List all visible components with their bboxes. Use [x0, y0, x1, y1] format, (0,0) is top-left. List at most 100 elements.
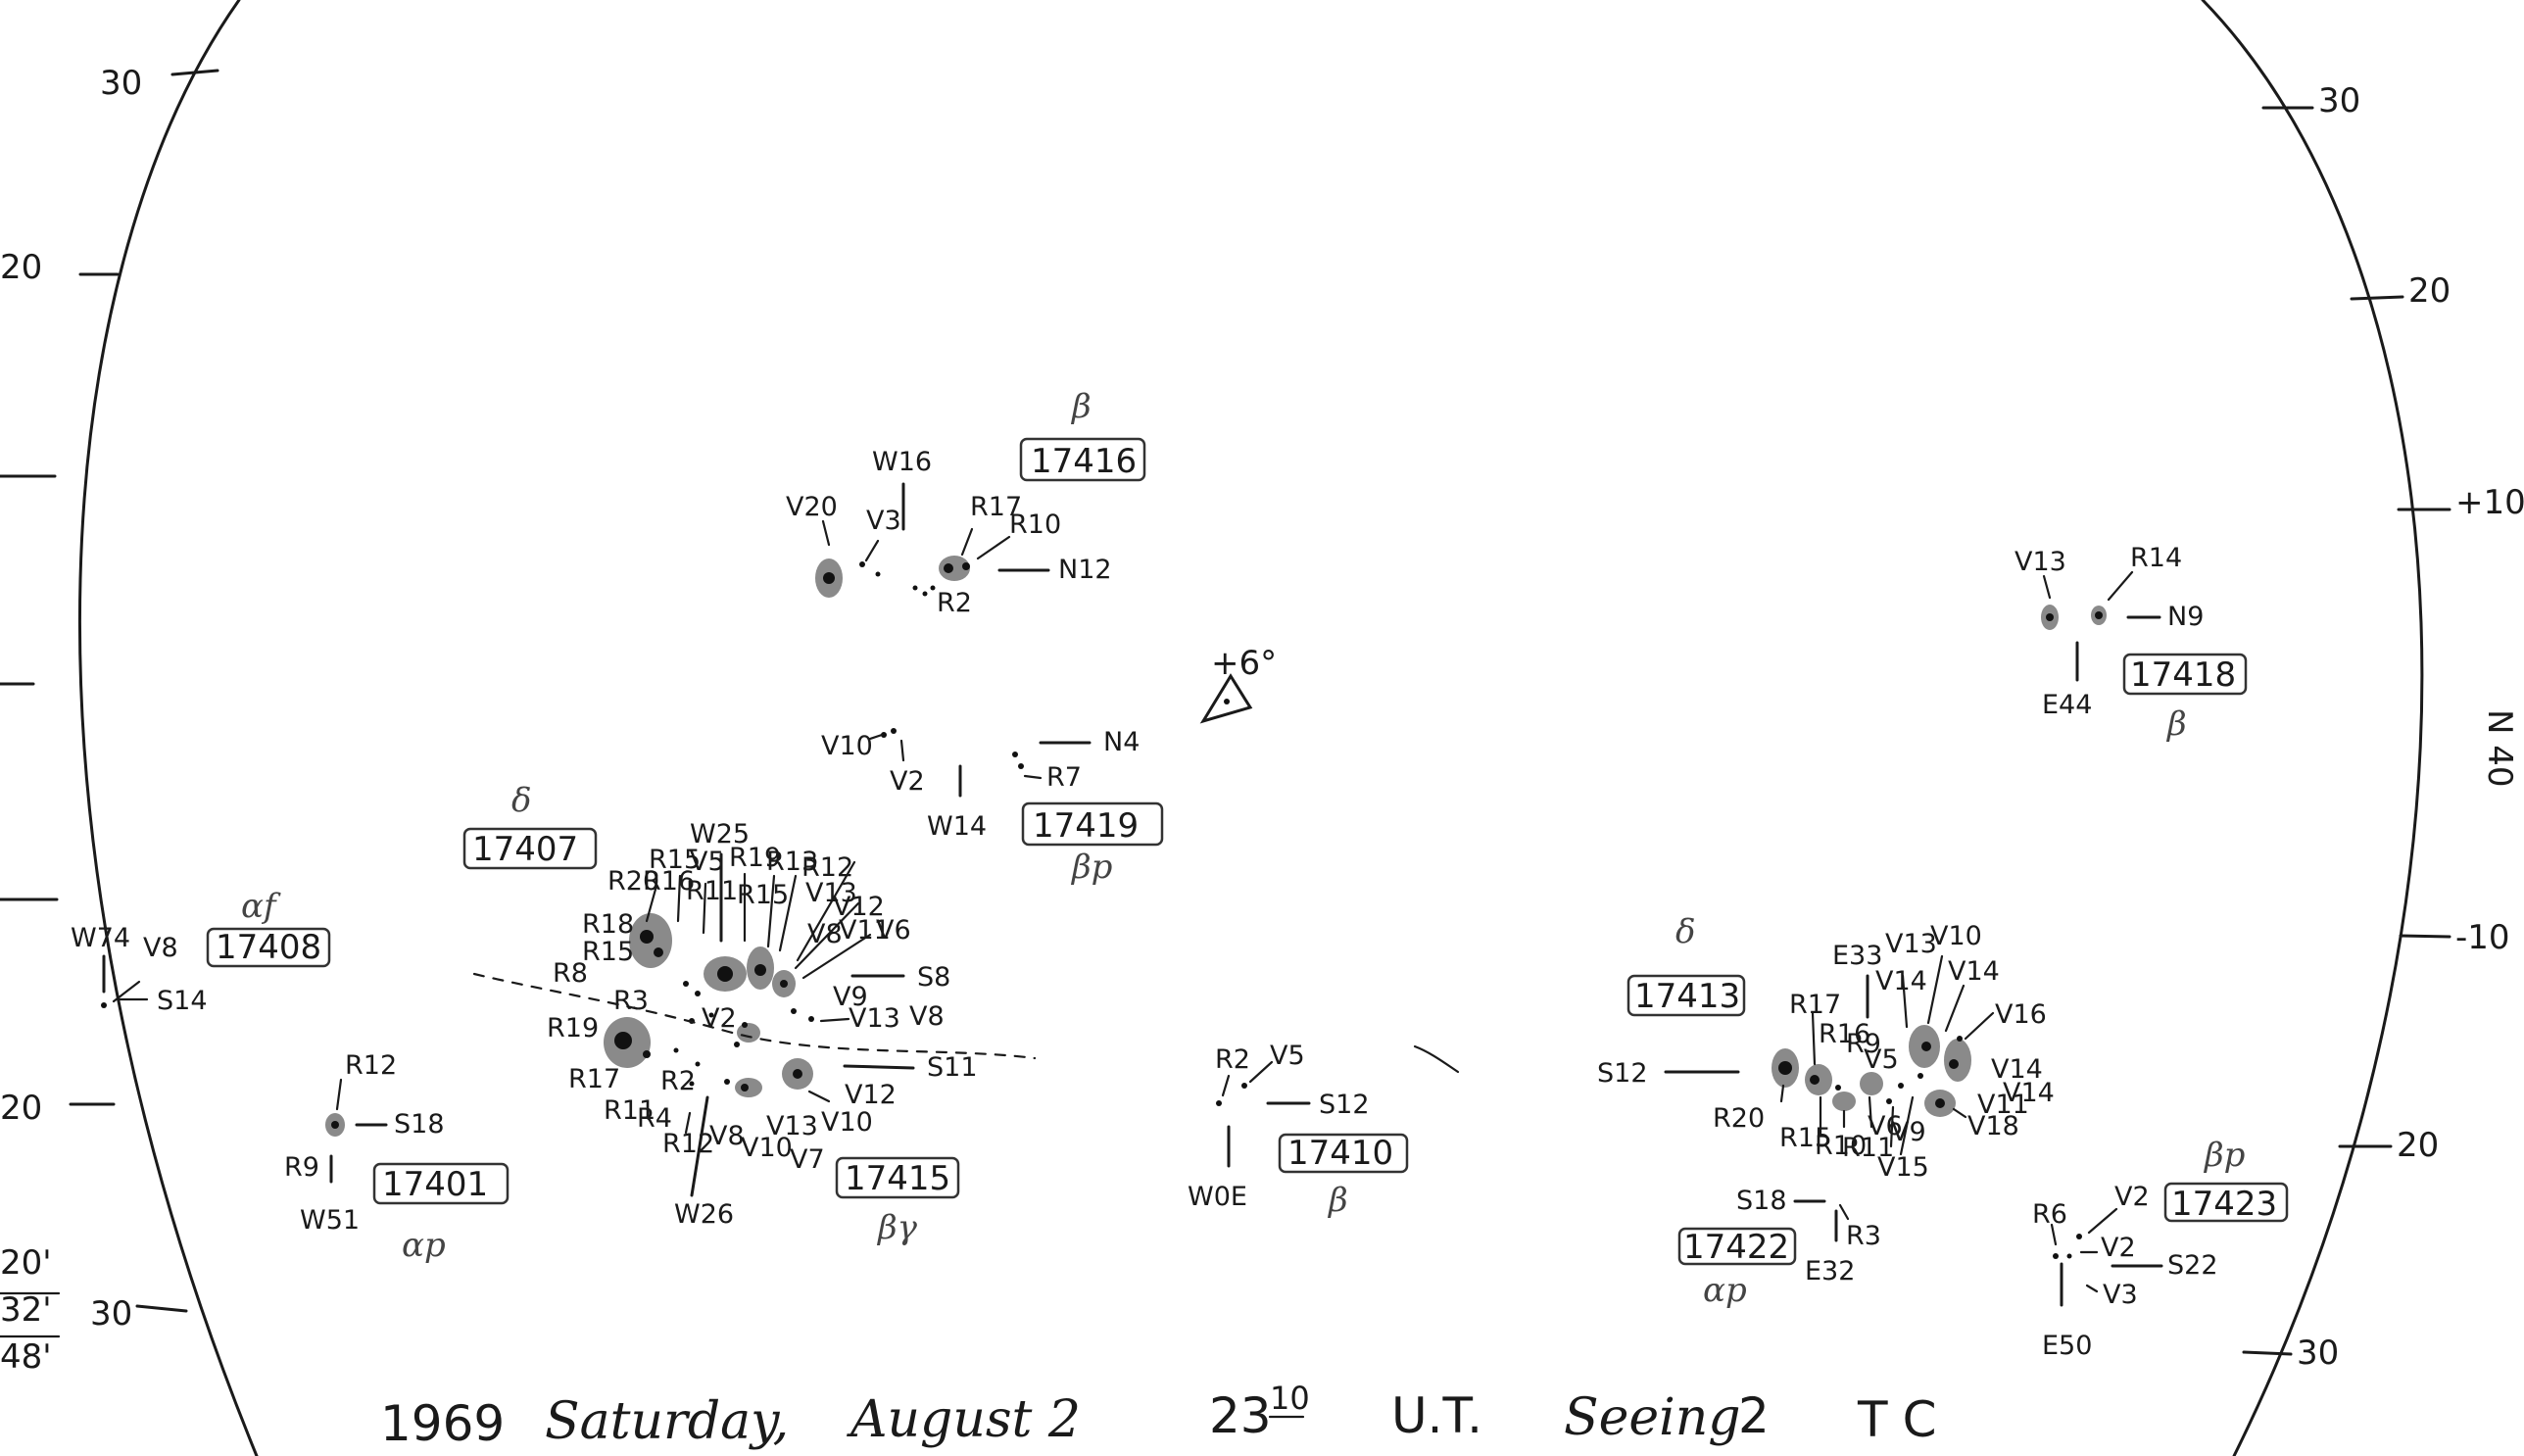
region-17410-number: 17410 [1287, 1134, 1393, 1173]
region-17407-label-r2: R2 [660, 1066, 696, 1096]
region-17407-label-r20: R20 [607, 866, 659, 897]
region-17410-label-r2: R2 [1215, 1044, 1250, 1075]
region-17407-label-r3: R3 [613, 986, 649, 1016]
region-17401-label-w51: W51 [300, 1205, 360, 1236]
region-17418-label-v13: V13 [2014, 547, 2066, 577]
region-17419-label-r7: R7 [1046, 762, 1082, 793]
right-tick-minus10: -10 [2455, 918, 2510, 957]
region-17419: V10 V2 W14 N4 R7 17419 βp [821, 727, 1164, 887]
margin-note-48: 48' [0, 1337, 52, 1377]
region-17413-label-r17: R17 [1789, 990, 1841, 1020]
region-17423-number: 17423 [2171, 1185, 2277, 1224]
region-17407-label-v9: V9 [833, 982, 868, 1012]
region-17407-label-r16: R16 [643, 866, 695, 897]
region-17408-label-w74: W74 [71, 923, 130, 953]
region-17418-label-r14: R14 [2130, 543, 2182, 573]
region-17401-number: 17401 [382, 1165, 488, 1204]
region-17419-label-v2: V2 [890, 766, 925, 797]
region-17407-label-r12b: R12 [662, 1129, 714, 1159]
right-edge-n40: N 40 [2480, 709, 2519, 788]
region-17408-label-v8: V8 [143, 933, 178, 963]
region-17401: R12 S18 R9 W51 17401 αp [284, 1050, 510, 1265]
region-17407-label-v12b: V12 [845, 1080, 897, 1110]
region-17422-number: 17422 [1683, 1228, 1789, 1267]
region-17407-label-w26: W26 [674, 1199, 734, 1230]
region-17407-class: δ [511, 781, 531, 820]
region-17407-label-r8: R8 [553, 958, 588, 989]
region-17422-label-e32: E32 [1805, 1256, 1855, 1286]
region-17423: βp 17423 R6 V2 V2 S22 V3 E50 [2032, 1136, 2289, 1361]
region-17419-label-v10: V10 [821, 731, 873, 761]
footer-weekday: Saturday, [545, 1392, 789, 1451]
region-17408: αf 17408 W74 V8 S14 [71, 887, 331, 1016]
region-17413-label-v18: V18 [1967, 1111, 2019, 1141]
region-17407-label-s8: S8 [917, 962, 950, 993]
region-17407-label-r18: R18 [582, 909, 634, 940]
region-17422: S18 R3 E32 17422 αp [1677, 1186, 1881, 1310]
region-17413-number: 17413 [1634, 977, 1740, 1016]
region-17415-class: βγ [876, 1208, 918, 1247]
region-17407-label-r11b: R11 [604, 1095, 655, 1126]
region-17413: δ 17413 E33 V13 V10 V14 V14 [1597, 912, 2055, 1183]
region-17419-label-w14: W14 [927, 811, 987, 842]
region-17413-label-s12: S12 [1597, 1058, 1648, 1089]
region-17413-label-v13: V13 [1885, 929, 1937, 959]
region-17407-label-v12a: V12 [833, 892, 885, 922]
region-17423-label-s22: S22 [2167, 1250, 2218, 1281]
region-17407-label-r15b: R15 [737, 880, 789, 910]
region-17416-class: β [1070, 387, 1092, 426]
right-tick-20-top: 20 [2408, 271, 2451, 311]
region-17407-number: 17407 [472, 830, 578, 869]
region-17407-label-v8b: V8 [709, 1121, 745, 1151]
footer-date: August 2 [847, 1390, 1081, 1449]
region-17410-label-w0e: W0E [1188, 1182, 1247, 1212]
left-latitude-scale: 30 20 20 30 20' 32' 48' [0, 64, 219, 1377]
region-17416-label-r10: R10 [1009, 510, 1061, 540]
right-latitude-scale: 30 20 +10 -10 20 30 N 40 [2242, 81, 2524, 1373]
region-17413-label-v9: V9 [1891, 1117, 1926, 1147]
region-17422-class: αp [1703, 1271, 1747, 1310]
region-17418-number: 17418 [2130, 655, 2236, 695]
region-17419-class: βp [1070, 848, 1112, 887]
right-tick-20-bottom: 20 [2397, 1126, 2439, 1165]
region-17407-label-r15c: R15 [582, 937, 634, 967]
region-17407-label-v2: V2 [702, 1003, 737, 1034]
region-17407-label-v8c: V8 [909, 1001, 945, 1032]
region-17413-label-v14b: V14 [1948, 956, 2000, 987]
region-17401-label-r9: R9 [284, 1152, 319, 1183]
footer-year: 1969 [380, 1395, 505, 1452]
region-17407-label-r11a: R11 [686, 876, 738, 906]
region-17407-label-r12a: R12 [801, 852, 853, 883]
region-17422-label-r3: R3 [1846, 1221, 1881, 1251]
region-17407-label-r15a: R15 [649, 845, 701, 875]
region-17407-label-v13c: V13 [849, 1003, 900, 1034]
region-17407-label-v13a: V13 [805, 878, 857, 908]
region-17422-label-s18: S18 [1736, 1186, 1787, 1216]
solar-limb-left [77, 0, 259, 1456]
region-17407-label-s11: S11 [927, 1052, 978, 1083]
region-17416-label-v20: V20 [786, 492, 838, 522]
footer-ut: U.T. [1391, 1387, 1482, 1444]
region-17407-label-r19b: R19 [547, 1013, 599, 1043]
region-17410-label-v5: V5 [1270, 1041, 1305, 1071]
region-17413-label-v10: V10 [1930, 921, 1982, 951]
right-tick-30-top: 30 [2318, 81, 2360, 121]
region-17413-label-r9: R9 [1846, 1029, 1881, 1059]
left-tick-30-bottom: 30 [90, 1294, 132, 1334]
region-17413-label-r10: R10 [1815, 1131, 1867, 1161]
region-17423-class: βp [2203, 1136, 2245, 1175]
region-17407-label-r4: R4 [637, 1103, 672, 1134]
region-17413-label-r20: R20 [1713, 1103, 1765, 1134]
region-17407-label-v8a: V8 [807, 919, 843, 949]
region-17408-number: 17408 [216, 928, 321, 967]
footer-observer: TC [1857, 1391, 1955, 1448]
region-17416: β 17416 V20 V3 W16 R17 R10 R2 N12 [786, 387, 1146, 618]
footer-time-minutes: 10 [1270, 1380, 1310, 1417]
region-17410-label-s12: S12 [1319, 1090, 1370, 1120]
region-17413-label-v11: V11 [1977, 1090, 2029, 1120]
region-17419-number: 17419 [1033, 806, 1139, 846]
region-17418-label-e44: E44 [2042, 690, 2092, 720]
region-17401-label-s18: S18 [394, 1109, 445, 1140]
region-17413-label-r15: R15 [1779, 1123, 1831, 1153]
region-17423-label-v3: V3 [2103, 1280, 2138, 1310]
